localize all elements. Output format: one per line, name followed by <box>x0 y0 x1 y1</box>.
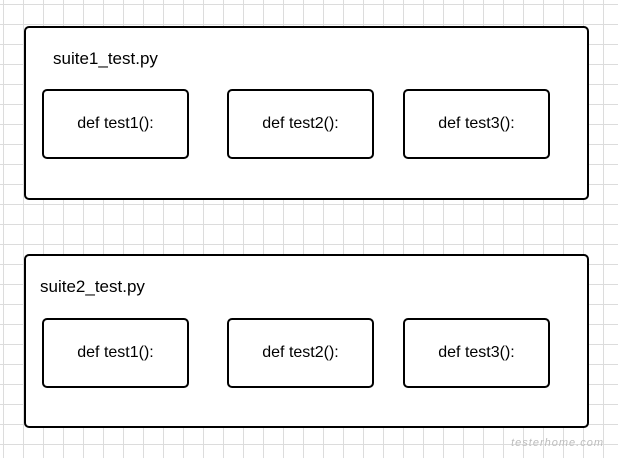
suite-title: suite1_test.py <box>53 49 158 68</box>
function-box-test3: def test3(): <box>403 318 550 388</box>
suite-title: suite2_test.py <box>40 277 145 296</box>
function-box-test1: def test1(): <box>42 89 189 159</box>
function-box-test1: def test1(): <box>42 318 189 388</box>
suite-box-2: suite2_test.py def test1(): def test2():… <box>24 254 589 428</box>
watermark: testerhome.com <box>511 437 604 449</box>
suite-box-1: suite1_test.py def test1(): def test2():… <box>24 26 589 200</box>
function-box-test2: def test2(): <box>227 318 374 388</box>
function-box-test3: def test3(): <box>403 89 550 159</box>
function-box-test2: def test2(): <box>227 89 374 159</box>
